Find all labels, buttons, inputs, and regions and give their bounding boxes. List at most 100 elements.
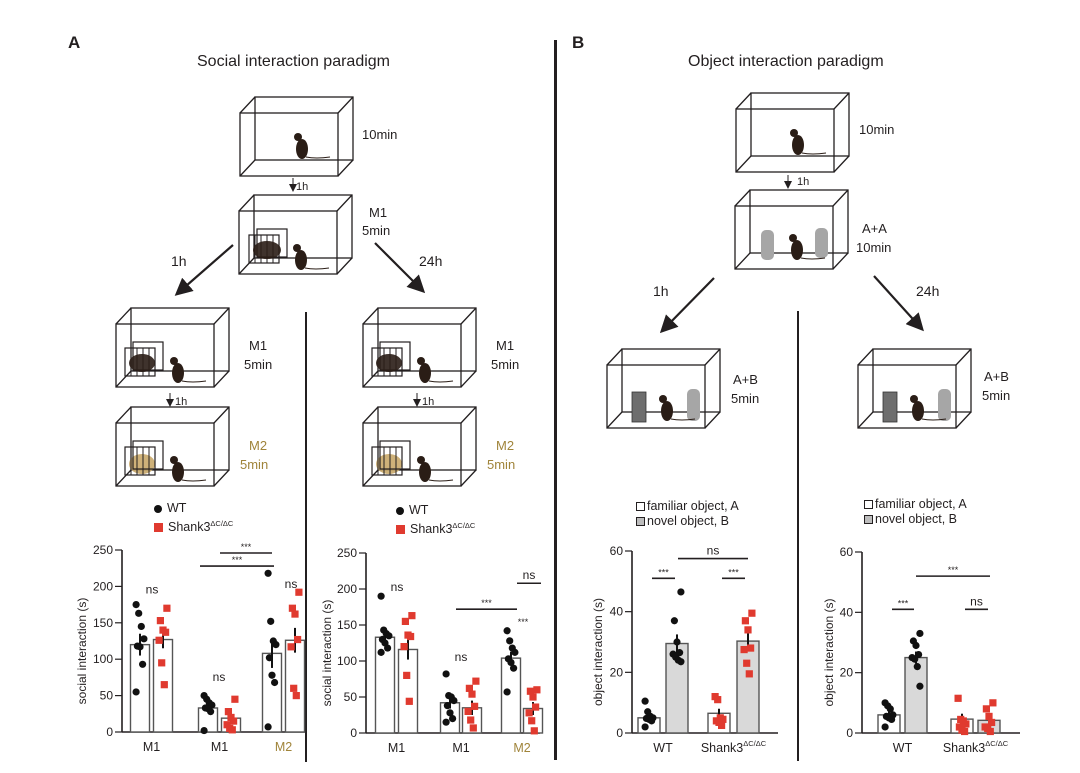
data-point <box>714 696 722 704</box>
y-tick-label: 60 <box>840 545 854 559</box>
data-point <box>377 592 385 600</box>
data-point <box>670 617 679 625</box>
y-tick-label: 20 <box>840 666 854 680</box>
data-point <box>673 638 681 646</box>
y-tick-label: 200 <box>93 579 113 593</box>
data-point <box>641 723 649 731</box>
sig-bracket-label: ns <box>970 594 983 608</box>
data-point <box>200 726 208 735</box>
data-point <box>961 727 969 736</box>
data-point <box>264 723 272 731</box>
data-point <box>443 702 451 710</box>
data-point <box>988 718 996 727</box>
y-tick-label: 150 <box>93 616 113 630</box>
data-point <box>223 721 231 729</box>
label-branch-1h-b: 1h <box>653 283 669 299</box>
data-point <box>677 588 685 596</box>
data-point <box>509 664 518 672</box>
data-point <box>465 684 473 692</box>
sig-bracket-label: *** <box>232 555 243 565</box>
x-tick-label: M1 <box>388 741 405 755</box>
arrow-branch-24h-a <box>374 242 426 294</box>
data-point <box>743 659 751 667</box>
box-test-m1-24h <box>362 307 477 388</box>
x-tick-label: M1 <box>211 740 228 754</box>
data-point <box>207 708 215 716</box>
data-point <box>442 718 450 726</box>
label-test-interval-1h: 1h <box>175 396 188 408</box>
data-point <box>267 617 275 625</box>
box-test-b-24h <box>857 348 972 429</box>
label-m1-time-a: 5min <box>362 223 391 238</box>
box-train-b <box>734 189 849 270</box>
legend-item-familiar: familiar object, A <box>636 499 739 514</box>
data-point <box>268 671 276 679</box>
legend-item-novel: novel object, B <box>864 512 967 527</box>
x-tick-label: Shank3ΔC/ΔC <box>943 739 1009 755</box>
label-test-time-b-24h: 5min <box>982 388 1011 403</box>
x-tick-label: M2 <box>513 741 530 755</box>
data-point <box>139 660 147 668</box>
data-point <box>741 617 749 625</box>
y-tick-label: 200 <box>337 582 357 596</box>
data-point <box>526 687 534 695</box>
y-tick-label: 40 <box>840 605 854 619</box>
sig-label: *** <box>518 617 529 627</box>
sig-label: ns <box>285 577 298 591</box>
label-test-m2-1h: M2 <box>249 438 268 453</box>
arrow-branch-1h-b <box>659 277 715 334</box>
data-point <box>158 659 166 667</box>
data-point <box>677 658 685 666</box>
data-point <box>291 610 299 618</box>
y-tick-label: 150 <box>337 618 357 632</box>
sig-label: ns <box>391 580 404 594</box>
data-point <box>911 655 919 663</box>
y-tick-label: 0 <box>846 726 853 740</box>
box-test-b-1h <box>606 348 721 429</box>
legend-item-mut: Shank3ΔC/ΔC <box>396 518 475 537</box>
y-tick-label: 40 <box>610 605 624 619</box>
data-point <box>446 709 454 717</box>
legend-item-wt: WT <box>154 501 233 516</box>
label-branch-24h-a: 24h <box>419 253 443 269</box>
data-point <box>408 612 416 620</box>
data-point <box>507 658 515 667</box>
data-point <box>401 617 409 625</box>
data-point <box>160 681 168 689</box>
legend-social-1h: WT Shank3ΔC/ΔC <box>154 501 233 535</box>
label-test-b-1h: A+B <box>733 372 758 387</box>
y-tick-label: 20 <box>610 665 624 679</box>
sig-bracket-label: *** <box>728 567 739 577</box>
label-m1-a: M1 <box>369 205 388 220</box>
label-test-m2-24h: M2 <box>496 438 515 453</box>
x-tick-label: WT <box>653 741 673 755</box>
data-point <box>916 629 924 638</box>
data-point <box>403 671 411 679</box>
data-point <box>718 721 726 730</box>
data-point <box>162 628 170 636</box>
legend-object-1h: familiar object, A novel object, B <box>636 499 739 529</box>
x-tick-label: Shank3ΔC/ΔC <box>701 739 767 755</box>
y-tick-label: 50 <box>344 690 358 704</box>
data-point <box>467 716 475 724</box>
x-tick-label: WT <box>893 741 913 755</box>
box-test-m2-1h <box>115 406 230 487</box>
data-point <box>469 724 477 732</box>
data-point <box>533 686 541 694</box>
panel-a-letter: A <box>68 33 81 52</box>
data-point <box>407 632 415 641</box>
box-test-m2-24h <box>362 406 477 487</box>
data-point <box>155 636 163 644</box>
data-point <box>449 715 457 723</box>
label-test-interval-24h: 1h <box>422 396 435 408</box>
legend-social-24h: WT Shank3ΔC/ΔC <box>396 503 475 537</box>
filled-square-icon <box>864 515 873 525</box>
label-habituation-time-a: 10min <box>362 127 398 142</box>
data-point <box>132 601 140 609</box>
data-point <box>405 697 413 705</box>
y-tick-label: 250 <box>93 543 113 557</box>
label-test-m1-time-1h: 5min <box>244 357 273 372</box>
data-point <box>530 727 538 735</box>
y-tick-label: 100 <box>93 652 113 666</box>
